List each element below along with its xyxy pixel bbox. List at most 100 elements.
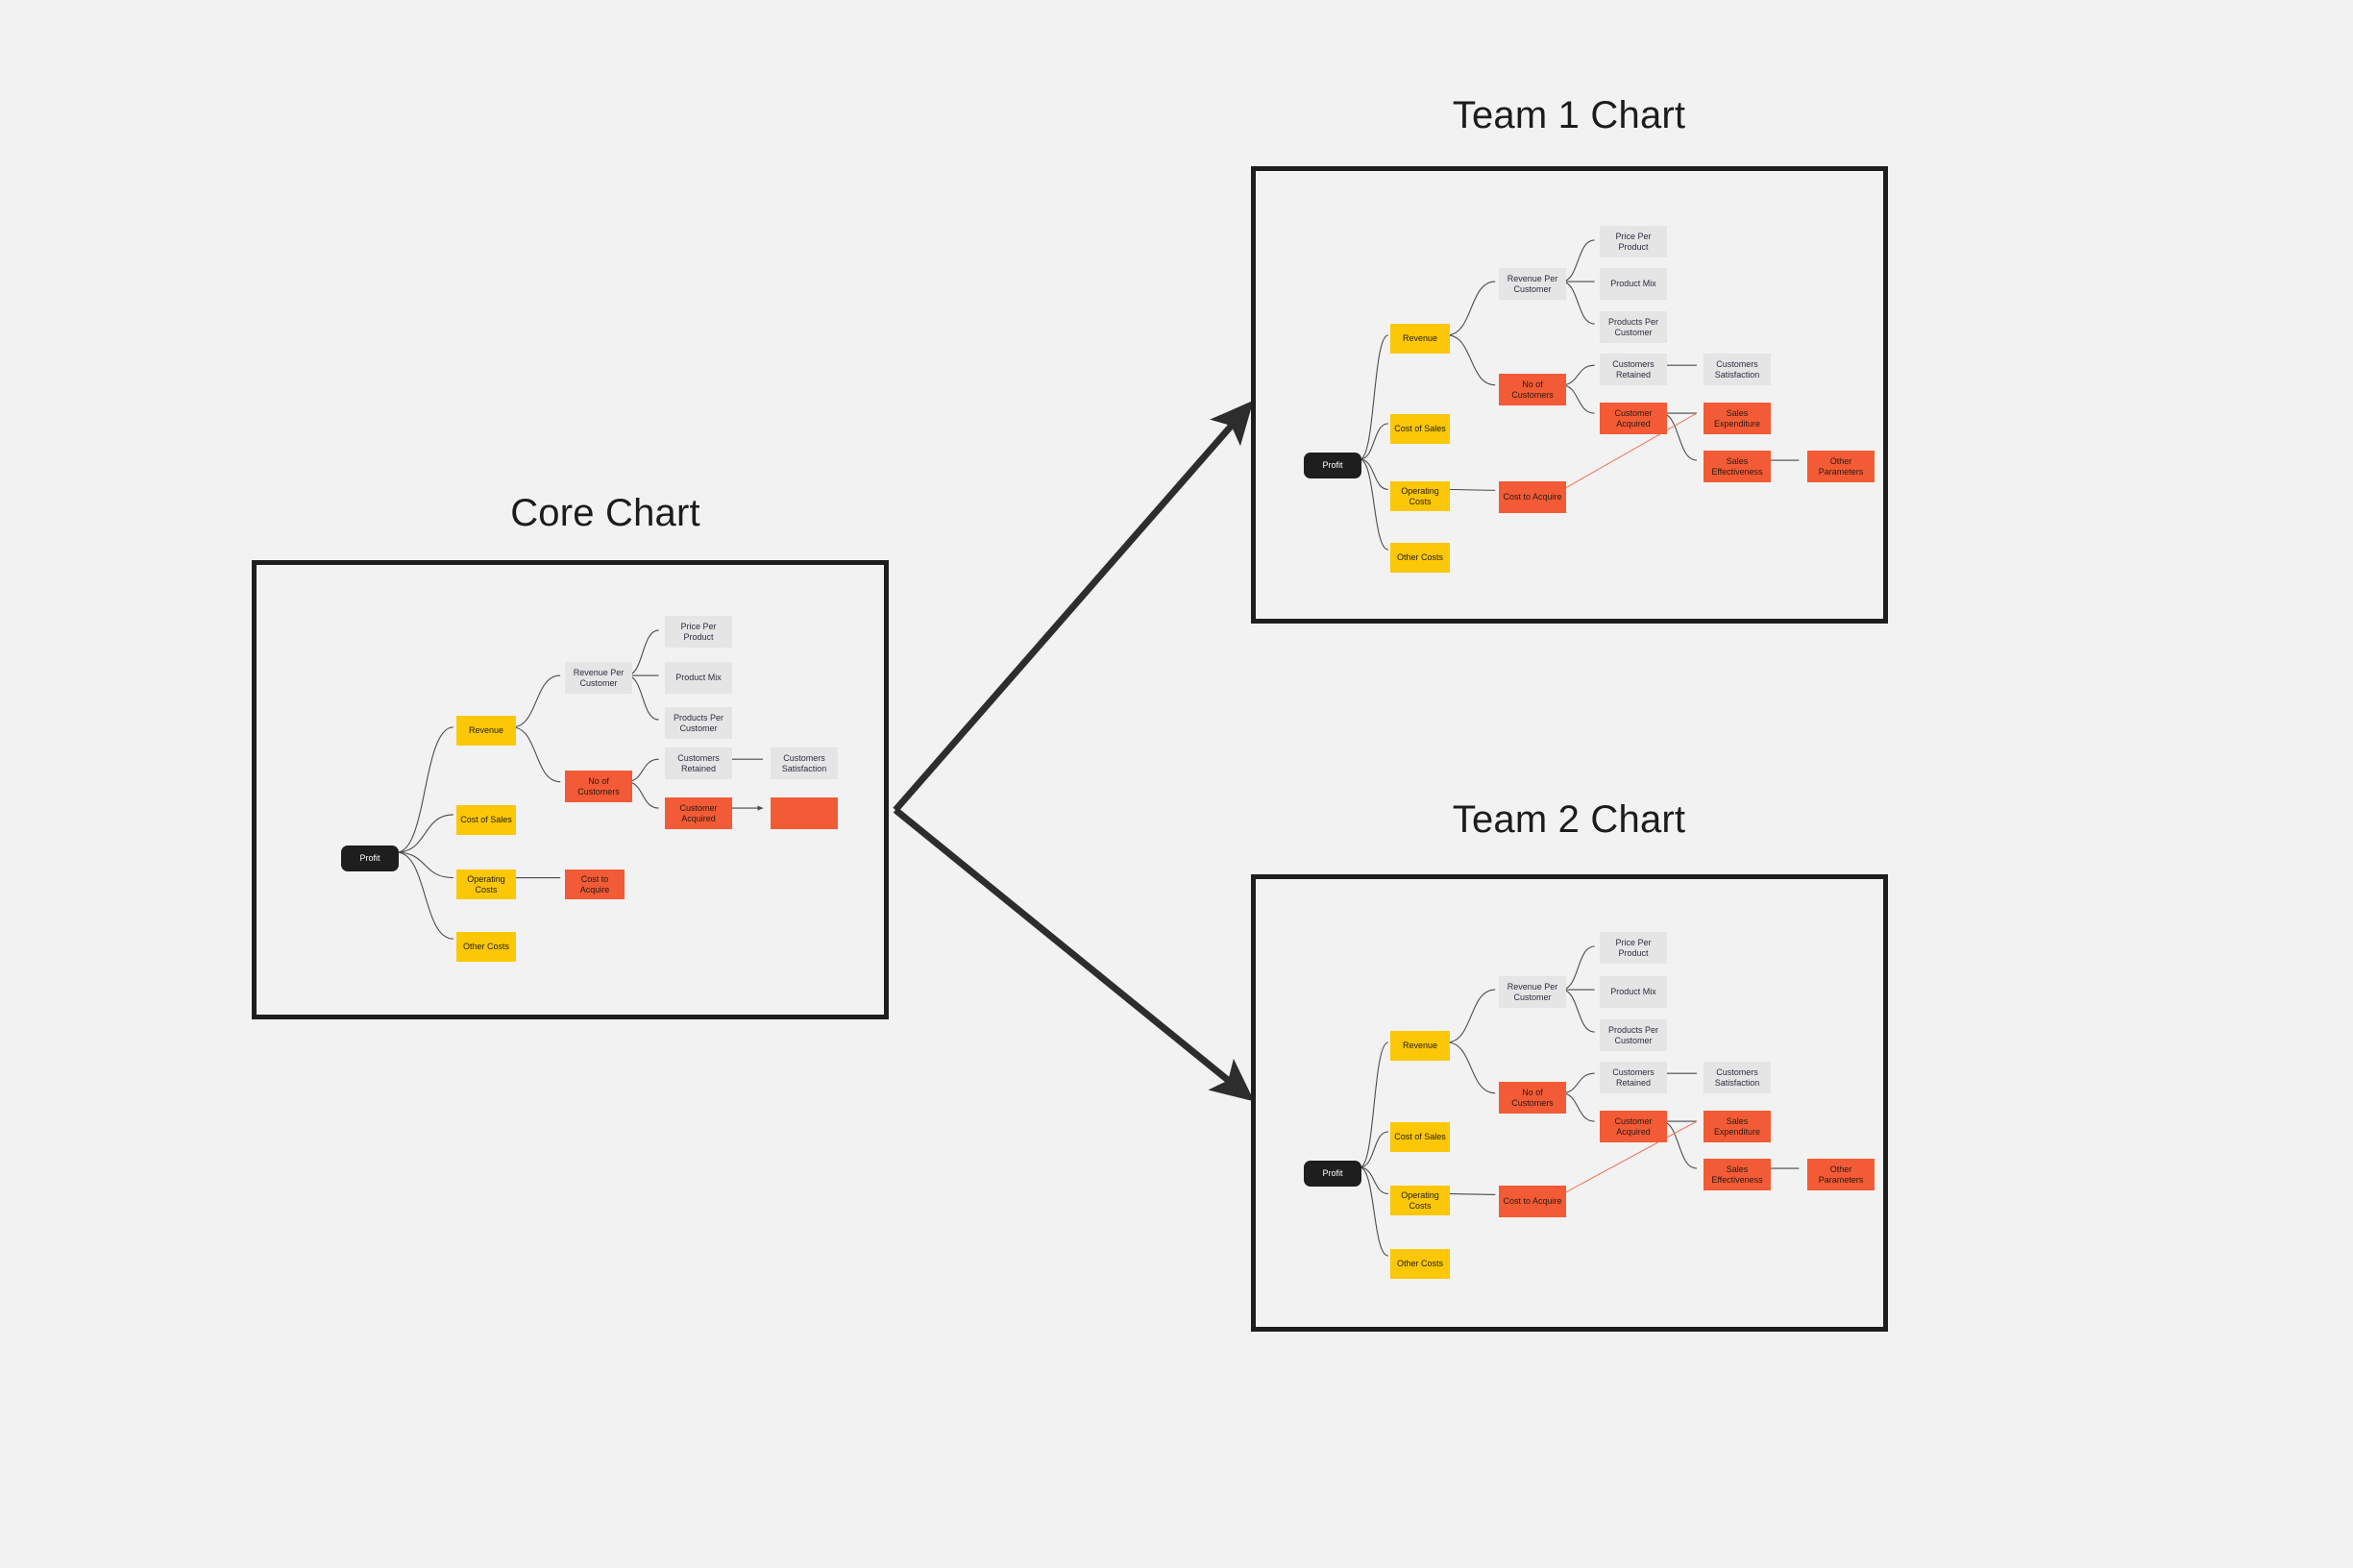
node-other-costs[interactable]: Other Costs [456, 932, 516, 962]
node-t2-sales-effectiveness[interactable]: Sales Effectiveness [1703, 1159, 1771, 1190]
team-2-chart-title: Team 2 Chart [1452, 798, 1686, 841]
node-customers-retained[interactable]: Customers Retained [665, 747, 732, 779]
link-t1-no-of-customers-to-t1-customer-acquired [1561, 384, 1595, 414]
link-t2-revenue-per-customer-to-t2-products-per-customer [1561, 989, 1595, 1033]
node-product-mix[interactable]: Product Mix [665, 662, 732, 694]
node-t2-cost-to-acquire[interactable]: Cost to Acquire [1499, 1186, 1566, 1217]
node-label: Price Per Product [680, 622, 717, 642]
node-t1-customer-acquired[interactable]: Customer Acquired [1600, 403, 1667, 434]
link-t1-revenue-to-t1-revenue-per-customer [1446, 281, 1496, 336]
node-label: Profit [1322, 1168, 1343, 1179]
node-t1-price-per-product[interactable]: Price Per Product [1600, 226, 1667, 257]
node-revenue[interactable]: Revenue [456, 716, 516, 746]
node-label: Price Per Product [1615, 232, 1652, 252]
node-t1-product-mix[interactable]: Product Mix [1600, 268, 1667, 300]
link-t1-profit-to-t1-operating-costs [1360, 458, 1388, 490]
node-t2-products-per-customer[interactable]: Products Per Customer [1600, 1019, 1667, 1051]
node-t2-profit[interactable]: Profit [1304, 1161, 1361, 1187]
link-t1-operating-costs-to-t1-cost-to-acquire [1446, 488, 1496, 491]
link-t2-no-of-customers-to-t2-customer-acquired [1561, 1092, 1595, 1122]
node-t1-revenue[interactable]: Revenue [1390, 324, 1450, 354]
node-customers-satisfaction[interactable]: Customers Satisfaction [771, 747, 838, 779]
node-t2-sales-expenditure[interactable]: Sales Expenditure [1703, 1111, 1771, 1142]
node-label: No of Customers [1511, 380, 1554, 400]
node-profit[interactable]: Profit [341, 845, 399, 871]
link-profit-to-revenue [396, 726, 453, 853]
link-revenue-to-revenue-per-customer [511, 674, 561, 728]
node-label: Operating Costs [1401, 486, 1439, 506]
node-t1-revenue-per-customer[interactable]: Revenue Per Customer [1499, 268, 1566, 300]
team-1-chart-title: Team 1 Chart [1452, 94, 1686, 136]
node-label: Price Per Product [1615, 938, 1652, 958]
node-t2-customers-retained[interactable]: Customers Retained [1600, 1062, 1667, 1093]
node-t1-other-parameters[interactable]: Other Parameters [1807, 451, 1875, 482]
node-label: Products Per Customer [1607, 317, 1659, 337]
node-label: Sales Expenditure [1713, 408, 1761, 429]
link-t1-profit-to-t1-revenue [1360, 334, 1389, 460]
node-t1-cost-to-acquire[interactable]: Cost to Acquire [1499, 481, 1566, 513]
node-products-per-customer[interactable]: Products Per Customer [665, 707, 732, 739]
node-label: Other Costs [462, 942, 509, 952]
node-label: Other Parameters [1818, 1164, 1864, 1185]
link-t2-revenue-to-t2-no-of-customers [1446, 1041, 1496, 1094]
node-label: Revenue Per Customer [1507, 982, 1558, 1002]
node-t1-profit[interactable]: Profit [1304, 453, 1361, 478]
node-operating-costs[interactable]: Operating Costs [456, 870, 516, 899]
node-price-per-product[interactable]: Price Per Product [665, 616, 732, 648]
node-t2-revenue-per-customer[interactable]: Revenue Per Customer [1499, 976, 1566, 1008]
node-t2-cost-of-sales[interactable]: Cost of Sales [1390, 1122, 1450, 1152]
node-unlabeled-box[interactable] [771, 797, 838, 829]
node-t2-other-costs[interactable]: Other Costs [1390, 1249, 1450, 1279]
node-cost-of-sales[interactable]: Cost of Sales [456, 805, 516, 835]
node-label: Sales Effectiveness [1711, 456, 1763, 477]
node-label: Cost of Sales [1394, 1132, 1446, 1142]
node-label: Other Costs [1396, 552, 1443, 563]
node-cost-to-acquire-core[interactable]: Cost to Acquire [565, 870, 625, 899]
node-label: Profit [359, 853, 380, 864]
node-revenue-per-customer[interactable]: Revenue Per Customer [565, 662, 632, 694]
node-label: Cost to Acquire [1503, 492, 1562, 502]
node-t2-operating-costs[interactable]: Operating Costs [1390, 1186, 1450, 1215]
node-t2-no-of-customers[interactable]: No of Customers [1499, 1082, 1566, 1114]
node-t1-customers-satisfaction[interactable]: Customers Satisfaction [1703, 354, 1771, 385]
node-t1-operating-costs[interactable]: Operating Costs [1390, 481, 1450, 511]
node-t1-cost-of-sales[interactable]: Cost of Sales [1390, 414, 1450, 444]
node-label: Revenue [468, 725, 504, 736]
node-t2-price-per-product[interactable]: Price Per Product [1600, 932, 1667, 964]
node-t2-revenue[interactable]: Revenue [1390, 1031, 1450, 1061]
link-t1-profit-to-t1-cost-of-sales [1360, 423, 1388, 460]
node-label: Sales Effectiveness [1711, 1164, 1763, 1185]
node-t1-other-costs[interactable]: Other Costs [1390, 543, 1450, 573]
node-label: Revenue Per Customer [573, 668, 625, 688]
node-t1-sales-expenditure[interactable]: Sales Expenditure [1703, 403, 1771, 434]
node-t2-customers-satisfaction[interactable]: Customers Satisfaction [1703, 1062, 1771, 1093]
link-t1-revenue-to-t1-no-of-customers [1446, 334, 1496, 386]
node-label: Revenue [1402, 1041, 1438, 1051]
node-t1-products-per-customer[interactable]: Products Per Customer [1600, 311, 1667, 343]
link-t1-revenue-per-customer-to-t1-price-per-product [1561, 239, 1595, 282]
node-label: No of Customers [1511, 1088, 1554, 1108]
node-customer-acquired[interactable]: Customer Acquired [665, 797, 732, 829]
node-no-of-customers[interactable]: No of Customers [565, 771, 632, 802]
node-t1-no-of-customers[interactable]: No of Customers [1499, 374, 1566, 405]
link-t2-profit-to-t2-other-costs [1360, 1166, 1389, 1257]
node-t2-product-mix[interactable]: Product Mix [1600, 976, 1667, 1008]
node-t1-customers-retained[interactable]: Customers Retained [1600, 354, 1667, 385]
node-t2-customer-acquired[interactable]: Customer Acquired [1600, 1111, 1667, 1142]
node-label: Revenue Per Customer [1507, 274, 1558, 294]
link-t2-no-of-customers-to-t2-customers-retained [1561, 1072, 1595, 1094]
node-t2-other-parameters[interactable]: Other Parameters [1807, 1159, 1875, 1190]
node-t1-sales-effectiveness[interactable]: Sales Effectiveness [1703, 451, 1771, 482]
link-t2-cost-to-acquire-to-t2-sales-expenditure [1560, 1120, 1698, 1195]
link-t2-profit-to-t2-operating-costs [1360, 1166, 1388, 1195]
link-t2-profit-to-t2-revenue [1360, 1041, 1389, 1168]
team-2-chart-links [1360, 945, 1800, 1257]
node-label: Product Mix [1610, 987, 1656, 997]
node-label: Customers Satisfaction [1714, 1067, 1760, 1088]
node-label: Customers Retained [1612, 359, 1654, 380]
node-label: Cost to Acquire [579, 874, 610, 894]
node-label: Products Per Customer [1607, 1025, 1659, 1045]
